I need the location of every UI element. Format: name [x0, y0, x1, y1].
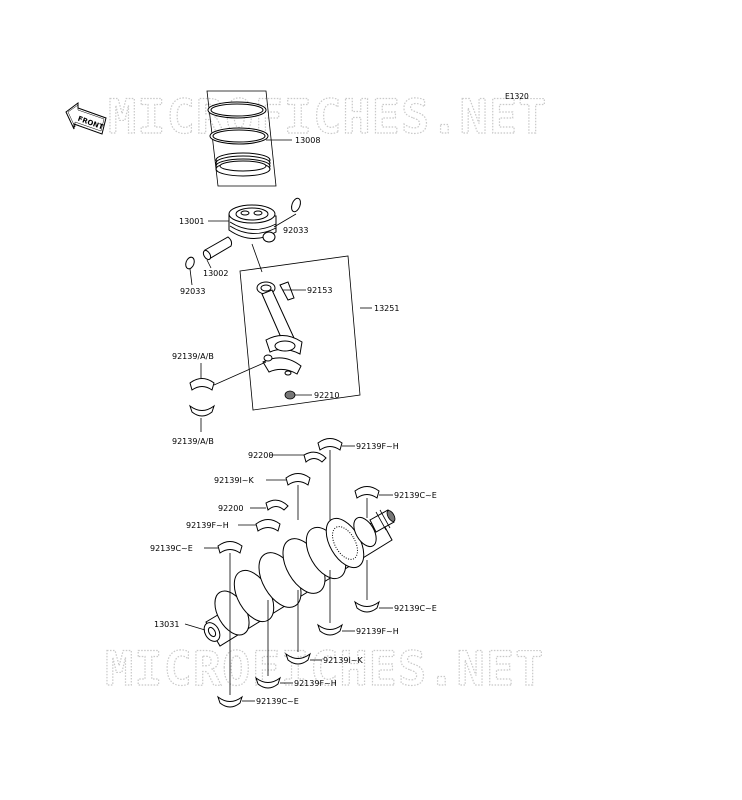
label-92139ce-1: 92139C~E — [394, 491, 437, 500]
label-92033-bottom: 92033 — [180, 287, 205, 296]
circlip-right — [291, 197, 301, 213]
label-92139fh-4: 92139F~H — [294, 679, 337, 688]
label-13008: 13008 — [295, 136, 320, 145]
label-92139ik-2: 92139I~K — [323, 656, 364, 665]
piston-pin — [202, 236, 233, 269]
connecting-rod-assembly — [213, 255, 372, 411]
label-92139fh-1: 92139F~H — [356, 442, 399, 451]
label-92153: 92153 — [307, 286, 332, 295]
label-92139ik-1: 92139I~K — [214, 476, 255, 485]
rod-bearing-upper — [189, 378, 215, 391]
label-92210: 92210 — [314, 391, 339, 400]
bearing-ce-3 — [354, 600, 380, 613]
bearing-fh-2 — [255, 519, 281, 532]
label-92139ce-2: 92139C~E — [150, 544, 193, 553]
bearing-ce-1 — [354, 486, 380, 499]
label-13031: 13031 — [154, 620, 179, 629]
bearing-ce-2 — [217, 541, 243, 554]
front-arrow-icon: FRONT — [65, 102, 107, 135]
label-92139ab-upper: 92139/A/B — [172, 352, 214, 361]
label-92139ce-3: 92139C~E — [394, 604, 437, 613]
label-92139ab-lower: 92139/A/B — [172, 437, 214, 446]
label-92139fh-3: 92139F~H — [356, 627, 399, 636]
label-13002: 13002 — [203, 269, 228, 278]
watermark-bottom: MICROFICHES.NET — [105, 642, 544, 697]
label-92139fh-2: 92139F~H — [186, 521, 229, 530]
label-92200-1: 92200 — [248, 451, 273, 460]
thrust-washer-2 — [265, 499, 289, 511]
rod-bearing-lower — [189, 404, 215, 417]
diagram-code: E1320 — [505, 92, 529, 101]
label-92139ce-4: 92139C~E — [256, 697, 299, 706]
piston — [208, 204, 277, 243]
label-13251: 13251 — [374, 304, 399, 313]
watermark-top: MICROFICHES.NET — [108, 90, 547, 145]
label-92200-2: 92200 — [218, 504, 243, 513]
bearing-ce-4 — [217, 695, 243, 708]
bearing-ik-1 — [285, 473, 311, 486]
bearing-fh-3 — [317, 623, 343, 636]
thrust-washer-1 — [303, 451, 327, 463]
bearing-fh-4 — [255, 676, 281, 689]
bearing-fh-1 — [317, 438, 343, 451]
label-13001: 13001 — [179, 217, 204, 226]
crankshaft — [203, 509, 396, 647]
bearing-ik-2 — [285, 652, 311, 665]
label-92033-top: 92033 — [283, 226, 308, 235]
pin-leader — [251, 243, 263, 273]
piston-ring-set — [206, 90, 292, 187]
circlip-left — [185, 256, 195, 270]
